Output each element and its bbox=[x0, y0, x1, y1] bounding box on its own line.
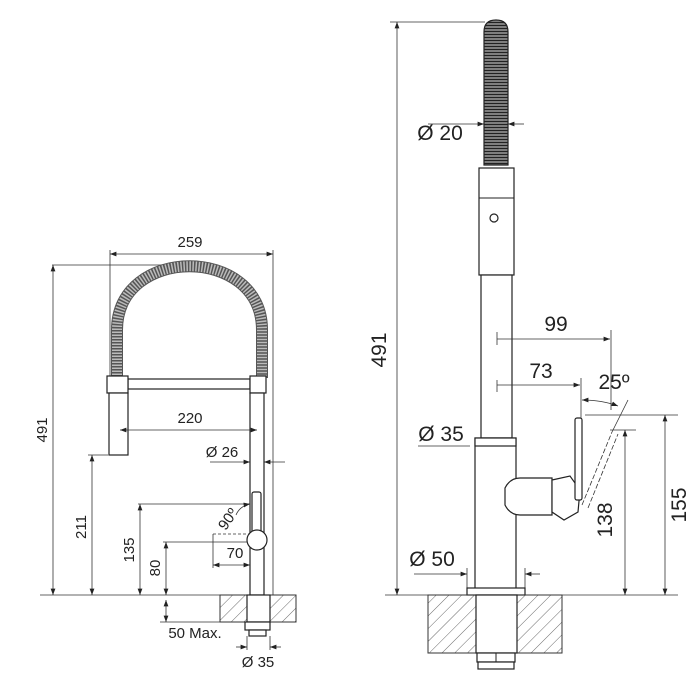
right-view: 491 Ø 20 99 73 25º Ø 35 bbox=[368, 19, 688, 670]
faucet-body bbox=[474, 437, 517, 591]
dim-height-491-right: 491 bbox=[368, 332, 391, 367]
dim-width-259: 259 bbox=[177, 234, 202, 251]
spray-button bbox=[489, 213, 499, 223]
dim-diameter-26: Ø 26 bbox=[206, 444, 239, 461]
dim-counter-50-max: 50 Max. bbox=[168, 625, 221, 642]
dim-angle-90: 90º bbox=[215, 505, 242, 533]
dim-reach-220: 220 bbox=[177, 410, 202, 427]
dim-height-138: 138 bbox=[594, 502, 617, 537]
dim-height-80: 80 bbox=[147, 560, 164, 577]
dim-base-diameter-50: Ø 50 bbox=[409, 548, 455, 571]
spray-head-collar bbox=[106, 375, 129, 394]
handle-lever-right bbox=[574, 417, 583, 501]
handle-knob bbox=[246, 529, 268, 551]
dim-reach-73: 73 bbox=[529, 360, 552, 383]
dim-reach-70: 70 bbox=[227, 545, 244, 562]
spray-head bbox=[108, 392, 129, 456]
dim-body-diameter-35: Ø 35 bbox=[418, 423, 464, 446]
dim-angle-25: 25º bbox=[598, 371, 629, 394]
handle-cartridge bbox=[504, 477, 553, 516]
dim-height-135: 135 bbox=[121, 537, 138, 562]
dim-head-diameter-20: Ø 20 bbox=[417, 122, 463, 145]
left-view: 259 491 220 Ø 26 211 135 80 bbox=[34, 234, 297, 671]
dim-base-diameter-35: Ø 35 bbox=[242, 654, 275, 671]
dim-reach-99: 99 bbox=[544, 313, 567, 336]
spout-pipe-right bbox=[480, 274, 513, 439]
dim-height-211: 211 bbox=[73, 515, 90, 539]
spray-head-ribbed bbox=[483, 19, 509, 166]
dim-height-155: 155 bbox=[668, 487, 688, 522]
dim-height-491: 491 bbox=[34, 417, 51, 442]
